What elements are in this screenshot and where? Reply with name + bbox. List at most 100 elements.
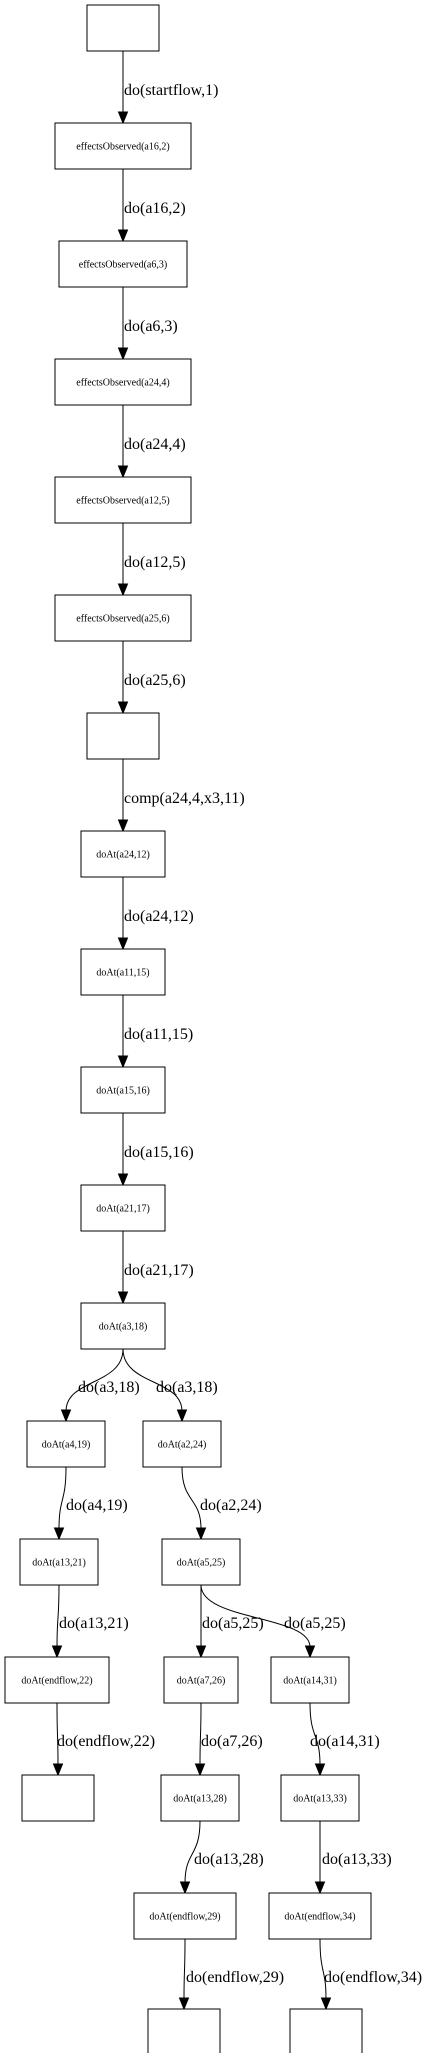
state-node-n21: doAt(a13,33) (280, 1774, 360, 1822)
edge-label: do(a6,3) (124, 318, 178, 335)
node-label: effectsObserved(a6,3) (79, 260, 167, 271)
node-box (161, 1538, 241, 1586)
arrowhead (53, 1527, 65, 1541)
arrowhead (320, 1997, 332, 2011)
edge-line (122, 1348, 183, 1412)
edge-line (56, 1702, 59, 1766)
edge-line (199, 1702, 202, 1766)
edge-n2-n3: do(a6,3) (117, 287, 178, 361)
edge-n23-n25: do(endflow,34) (319, 1938, 422, 2011)
node-box (142, 1420, 222, 1468)
arrowhead (117, 937, 129, 951)
arrowhead (117, 1291, 129, 1305)
state-node-n19 (21, 1774, 95, 1822)
edge-label: do(endflow,22) (57, 1733, 155, 1750)
state-node-n3: effectsObserved(a24,4) (54, 358, 192, 406)
node-box (80, 830, 166, 878)
node-label: doAt(a21,17) (96, 1204, 150, 1215)
state-node-n5: effectsObserved(a25,6) (54, 594, 192, 642)
node-box (54, 594, 192, 642)
edge-label: do(a15,16) (124, 1144, 194, 1161)
node-label: doAt(a13,21) (32, 1558, 86, 1569)
node-label: doAt(a4,19) (42, 1440, 91, 1451)
edge-n0-n1: do(startflow,1) (117, 51, 219, 125)
edge-line (309, 1702, 321, 1766)
edge-n22-n24: do(endflow,29) (178, 1938, 284, 2011)
edge-label: do(a25,6) (124, 672, 186, 689)
edge-line (184, 1820, 201, 1884)
arrowhead (51, 1645, 63, 1659)
edge-label: do(startflow,1) (124, 82, 219, 99)
edge-label: do(a3,18) (78, 1379, 140, 1396)
node-label: doAt(a13,33) (293, 1794, 347, 1805)
edge-label: do(a2,24) (200, 1497, 262, 1514)
edge-label: do(a3,18) (156, 1379, 218, 1396)
arrowhead (117, 229, 129, 243)
node-box (4, 1656, 110, 1704)
arrowhead (176, 1409, 188, 1423)
state-node-n6 (86, 712, 160, 760)
arrowhead (194, 1763, 206, 1777)
node-label: doAt(a2,24) (158, 1440, 207, 1451)
edge-line (58, 1466, 67, 1530)
node-box (54, 358, 192, 406)
edge-line (319, 1938, 327, 2000)
state-node-n23: doAt(endflow,34) (268, 1892, 372, 1940)
state-node-n10: doAt(a21,17) (80, 1184, 166, 1232)
state-node-n17: doAt(a7,26) (163, 1656, 239, 1704)
edge-n21-n23: do(a13,33) (314, 1821, 392, 1895)
node-label: doAt(a15,16) (96, 1086, 150, 1097)
state-node-n24 (147, 2008, 221, 2053)
edge-label: do(a5,25) (202, 1615, 264, 1632)
edge-label: do(a24,12) (124, 908, 194, 925)
node-box (80, 1184, 166, 1232)
arrowhead (60, 1409, 72, 1423)
state-node-n16: doAt(endflow,22) (4, 1656, 110, 1704)
edge-label: do(endflow,34) (324, 1969, 422, 1986)
node-label: effectsObserved(a16,2) (76, 142, 169, 153)
node-label: effectsObserved(a25,6) (76, 614, 169, 625)
edge-n15-n17: do(a5,25) (195, 1585, 264, 1659)
arrowhead (195, 1527, 207, 1541)
edge-n13-n15: do(a2,24) (181, 1466, 262, 1541)
arrowhead (117, 1055, 129, 1069)
node-label: doAt(a14,31) (283, 1676, 337, 1687)
arrowhead (117, 1173, 129, 1187)
edge-n11-n13: do(a3,18) (122, 1348, 218, 1423)
edge-n4-n5: do(a12,5) (117, 523, 186, 597)
edge-label: do(a5,25) (284, 1615, 346, 1632)
node-box (80, 1302, 166, 1350)
state-node-n13: doAt(a2,24) (142, 1420, 222, 1468)
node-box (133, 1892, 237, 1940)
node-box (19, 1538, 99, 1586)
state-node-n15: doAt(a5,25) (161, 1538, 241, 1586)
edge-n14-n16: do(a13,21) (51, 1584, 129, 1659)
edge-n10-n11: do(a21,17) (117, 1231, 194, 1305)
node-box (58, 240, 188, 288)
state-node-n0 (86, 4, 160, 52)
edge-n5-n6: do(a25,6) (117, 641, 186, 715)
node-label: doAt(a5,25) (177, 1558, 226, 1569)
edge-label: do(a13,33) (322, 1851, 392, 1868)
state-node-n22: doAt(endflow,29) (133, 1892, 237, 1940)
edge-n20-n22: do(a13,28) (179, 1820, 264, 1895)
edge-n16-n19: do(endflow,22) (52, 1702, 155, 1777)
node-box (86, 712, 160, 760)
arrowhead (304, 1645, 316, 1659)
node-box (26, 1420, 106, 1468)
node-box (147, 2008, 221, 2053)
edges-layer: do(startflow,1)do(a16,2)do(a6,3)do(a24,4… (51, 51, 422, 2011)
state-node-n1: effectsObserved(a16,2) (54, 122, 192, 170)
edge-n8-n9: do(a11,15) (117, 995, 193, 1069)
node-label: doAt(endflow,34) (284, 1912, 355, 1923)
edge-n7-n8: do(a24,12) (117, 877, 194, 951)
arrowhead (117, 583, 129, 597)
node-label: doAt(a13,28) (173, 1794, 227, 1805)
edge-label: do(a13,28) (194, 1851, 264, 1868)
edge-label: do(a21,17) (124, 1262, 194, 1279)
node-label: doAt(endflow,29) (149, 1912, 220, 1923)
node-box (268, 1892, 372, 1940)
state-node-n25 (289, 2008, 363, 2053)
state-node-n14: doAt(a13,21) (19, 1538, 99, 1586)
node-label: doAt(a3,18) (99, 1322, 148, 1333)
